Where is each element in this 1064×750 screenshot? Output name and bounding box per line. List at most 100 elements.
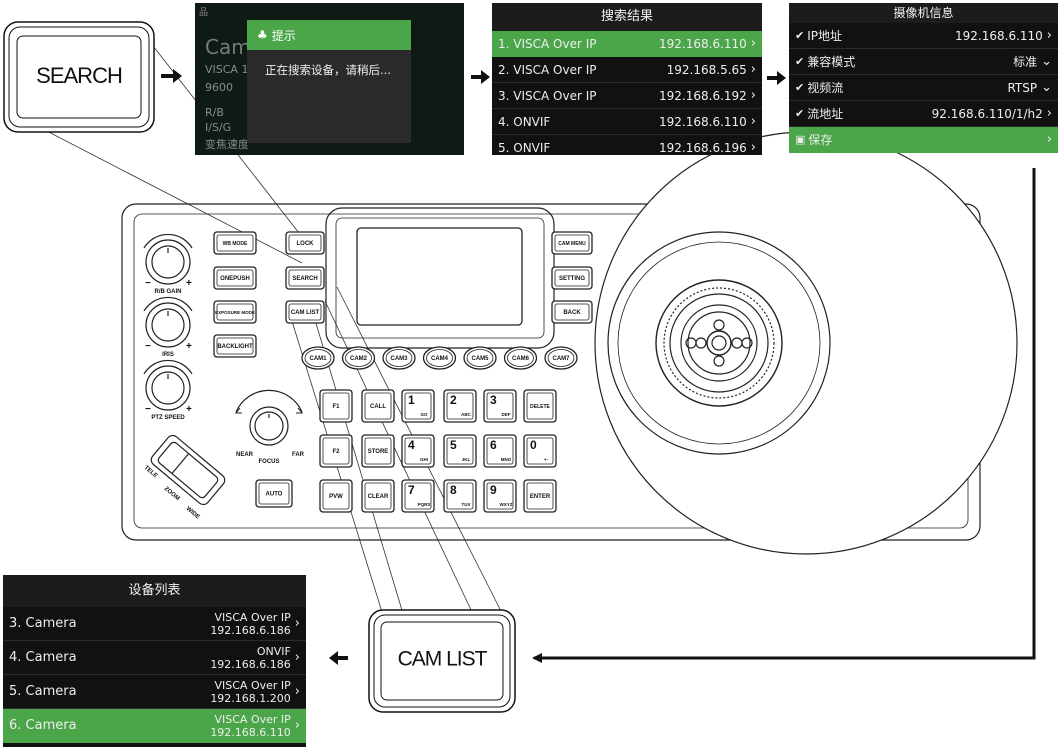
backlight-button-label: BACKLIGHT bbox=[217, 344, 253, 350]
knob-focus[interactable] bbox=[234, 389, 304, 446]
chevron-right-icon: › bbox=[750, 62, 756, 77]
delete-button[interactable]: DELETE bbox=[523, 389, 557, 423]
keypad-digit: 0 bbox=[530, 438, 537, 452]
enter-button[interactable]: ENTER bbox=[523, 479, 557, 513]
keypad-1-button[interactable]: 1GO bbox=[401, 389, 435, 423]
keypad-0-button[interactable]: 0+- bbox=[523, 434, 557, 468]
arrow-right-2 bbox=[471, 70, 490, 84]
knob-ptz-speed[interactable] bbox=[143, 359, 193, 411]
keypad-digit: 2 bbox=[450, 393, 457, 407]
keypad-digit: 7 bbox=[408, 483, 415, 497]
search-callout: SEARCH bbox=[3, 21, 155, 133]
label-iris: IRIS bbox=[162, 352, 174, 358]
joystick[interactable] bbox=[594, 131, 1018, 555]
label-ptz-speed: PTZ SPEED bbox=[151, 415, 185, 421]
chevron-right-icon: › bbox=[1046, 132, 1052, 147]
pvw-button[interactable]: PVW bbox=[319, 479, 353, 513]
camera-info-label: 兼容模式 bbox=[807, 55, 856, 69]
onepush-button[interactable]: ONEPUSH bbox=[213, 266, 257, 290]
wb-mode-button[interactable]: WB MODE bbox=[213, 231, 257, 255]
camlist-callout: CAM LIST bbox=[368, 609, 516, 713]
bg-line-5: 变焦速度 bbox=[205, 138, 249, 151]
device-ip: 192.168.6.186 bbox=[210, 657, 291, 671]
cam5-button[interactable]: CAM5 bbox=[463, 346, 497, 370]
clear-button[interactable]: CLEAR bbox=[361, 479, 395, 513]
lock-button[interactable]: LOCK bbox=[285, 231, 325, 255]
device-protocol: VISCA Over IP bbox=[214, 678, 291, 692]
onepush-button-label: ONEPUSH bbox=[220, 276, 250, 282]
f1-button-label: F1 bbox=[332, 404, 340, 410]
cam-menu-button[interactable]: CAM MENU bbox=[551, 231, 593, 255]
camera-info-row[interactable]: ✔兼容模式标准⌄ bbox=[789, 49, 1058, 75]
f1-button[interactable]: F1 bbox=[319, 389, 353, 423]
search-callout-label: SEARCH bbox=[36, 63, 122, 88]
chevron-right-icon: › bbox=[1046, 28, 1052, 43]
arrow-right-1 bbox=[161, 69, 182, 83]
search-result-label: 4. ONVIF bbox=[498, 114, 551, 129]
keypad-digit: 5 bbox=[450, 438, 457, 452]
zoom-rocker[interactable] bbox=[149, 433, 227, 507]
camlist-button[interactable]: CAM LIST bbox=[285, 300, 325, 324]
device-name: 6. Camera bbox=[9, 718, 77, 733]
cam6-button[interactable]: CAM6 bbox=[503, 346, 538, 370]
store-button[interactable]: STORE bbox=[361, 434, 395, 468]
cam1-button[interactable]: CAM1 bbox=[301, 346, 335, 370]
exposure-mode-button[interactable]: EXPOSURE MODE bbox=[213, 300, 257, 324]
knob-iris[interactable] bbox=[143, 296, 193, 348]
device-protocol: VISCA Over IP bbox=[214, 712, 291, 726]
pvw-button-label: PVW bbox=[329, 494, 343, 500]
cam2-button[interactable]: CAM2 bbox=[341, 346, 376, 370]
setting-button[interactable]: SETTING bbox=[551, 266, 593, 290]
backlight-button[interactable]: BACKLIGHT bbox=[213, 334, 257, 358]
camera-info-value: 92.168.6.110/1/h2 bbox=[931, 106, 1043, 121]
f2-button[interactable]: F2 bbox=[319, 434, 353, 468]
knob-rb-gain[interactable] bbox=[143, 233, 193, 285]
checkmark-icon: ✔ bbox=[795, 107, 805, 120]
auto-button[interactable]: AUTO bbox=[255, 479, 293, 508]
back-button[interactable]: BACK bbox=[551, 300, 593, 324]
search-result-ip: 192.168.6.192 bbox=[659, 88, 747, 103]
store-button-label: STORE bbox=[368, 449, 389, 455]
cam3-label: CAM3 bbox=[390, 356, 408, 362]
keypad-letters: GHI bbox=[420, 457, 428, 462]
call-button[interactable]: CALL bbox=[361, 389, 395, 423]
search-button[interactable]: SEARCH bbox=[285, 266, 325, 290]
network-icon: 品 bbox=[199, 8, 209, 18]
keypad-letters: TUV bbox=[462, 502, 471, 507]
save-row[interactable]: ▣ 保存 › bbox=[789, 127, 1058, 153]
cam7-button[interactable]: CAM7 bbox=[544, 346, 578, 370]
search-results-title: 搜索结果 bbox=[492, 3, 762, 31]
bg-line-1: VISCA 1 bbox=[205, 63, 249, 76]
cam3-button[interactable]: CAM3 bbox=[382, 346, 416, 370]
device-ip: 192.168.6.186 bbox=[210, 623, 291, 637]
lock-button-label: LOCK bbox=[297, 241, 315, 247]
enter-button-label: ENTER bbox=[530, 494, 551, 500]
camera-info-value: 标准 bbox=[1013, 55, 1038, 69]
checkmark-icon: ✔ bbox=[795, 55, 805, 68]
camera-info-label: 流地址 bbox=[807, 107, 844, 121]
cam4-button[interactable]: CAM4 bbox=[422, 346, 457, 370]
